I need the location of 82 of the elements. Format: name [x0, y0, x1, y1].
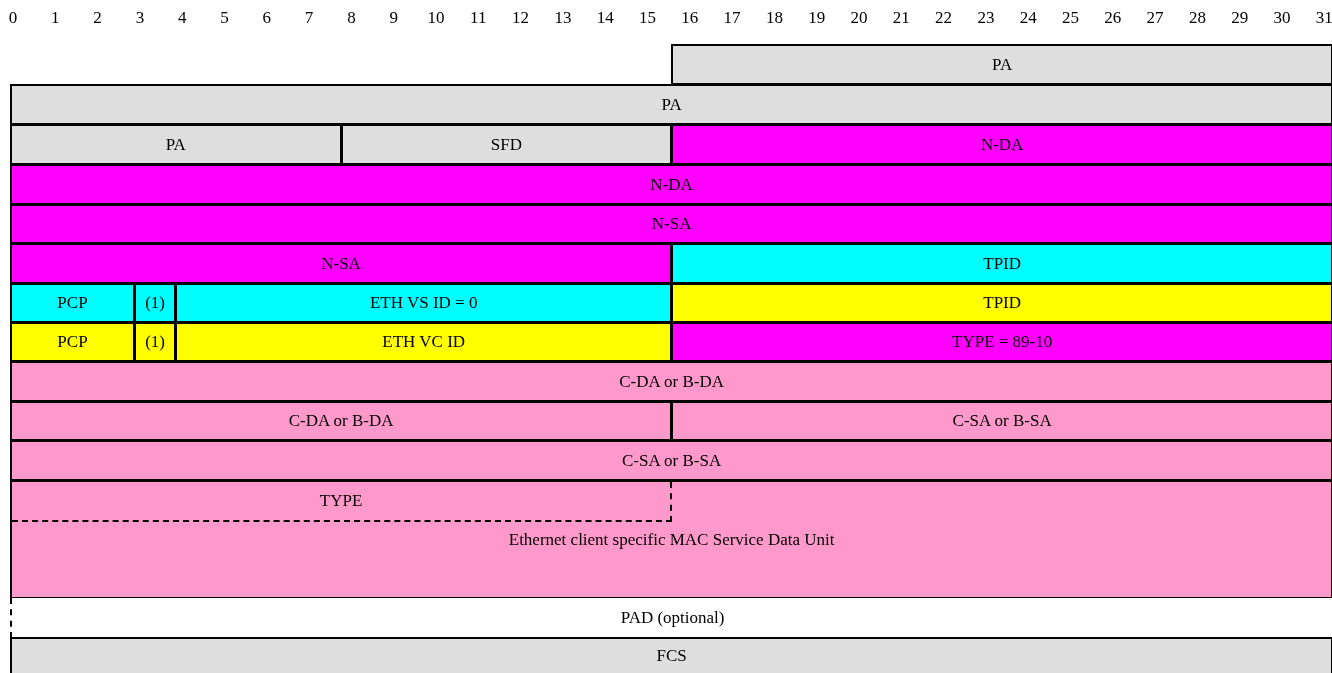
- field-name: TPID: [983, 253, 1022, 274]
- bit-number: 27: [1146, 8, 1164, 28]
- bit-number: 7: [304, 8, 314, 28]
- field-name: TYPE = 89-10: [952, 332, 1053, 352]
- delimiter-field: [340, 124, 673, 165]
- tag-field: [671, 243, 1332, 284]
- field-name: PA: [165, 134, 186, 155]
- address-field: [671, 401, 1332, 441]
- bit-number: 26: [1104, 8, 1122, 28]
- tag-field: [10, 283, 135, 323]
- bit-number: 0: [8, 8, 18, 28]
- bit-number: 25: [1062, 8, 1079, 28]
- tag-field: [133, 283, 177, 323]
- address-field: [10, 243, 673, 284]
- field-name: C-DA or B-DA: [619, 371, 725, 392]
- bit-number: 2: [93, 8, 102, 28]
- address-field: [10, 204, 1332, 244]
- field-name: N-SA: [321, 253, 361, 274]
- address-field: [671, 124, 1332, 165]
- bit-number: 5: [220, 8, 229, 28]
- payload-field: [10, 480, 1332, 599]
- field-name: PAD (optional): [620, 608, 725, 628]
- type-field: [671, 322, 1332, 362]
- tag-field: [175, 322, 673, 362]
- field-name: FCS: [656, 646, 687, 666]
- bit-number: 24: [1019, 8, 1037, 28]
- field-name: PCP: [57, 332, 88, 352]
- bit-number: 18: [765, 8, 783, 28]
- bit-number: 21: [892, 8, 910, 28]
- field-name: C-DA or B-DA: [288, 411, 394, 431]
- tag-field: [10, 322, 135, 362]
- bit-number: 20: [850, 8, 868, 28]
- field-name: C-SA or B-SA: [952, 411, 1052, 431]
- address-field: [10, 440, 1332, 481]
- field-name: (1): [145, 293, 165, 313]
- checksum-field: [10, 637, 1332, 673]
- bit-number: 15: [639, 8, 656, 28]
- field-name: TYPE: [319, 491, 363, 511]
- field-name: TPID: [983, 293, 1022, 313]
- bit-number: 30: [1273, 8, 1291, 28]
- preamble-field: [10, 124, 342, 165]
- bit-number: 19: [808, 8, 826, 28]
- field-name: PCP: [57, 293, 88, 313]
- bit-number: 14: [596, 8, 614, 28]
- bit-number: 31: [1315, 8, 1332, 28]
- bit-number: 12: [512, 8, 530, 28]
- bit-number: 9: [389, 8, 398, 28]
- bit-number: 28: [1188, 8, 1206, 28]
- bit-number: 3: [135, 8, 145, 28]
- bit-number: 17: [723, 8, 741, 28]
- field-name: PA: [661, 94, 682, 115]
- bit-number: 6: [262, 8, 272, 28]
- field-name: SFD: [490, 134, 522, 155]
- bit-number: 10: [427, 8, 445, 28]
- tag-field: [175, 283, 673, 323]
- bit-number: 16: [681, 8, 699, 28]
- field-name: N-DA: [650, 174, 693, 195]
- bit-number: 1: [51, 8, 60, 28]
- field-name: (1): [145, 332, 165, 352]
- field-name: Ethernet client specific MAC Service Data Unit: [507, 530, 836, 550]
- address-field: [10, 361, 1332, 402]
- field-name: ETH VC ID: [382, 332, 466, 352]
- address-field: [10, 164, 1332, 205]
- bit-number: 29: [1231, 8, 1249, 28]
- bit-number: 8: [347, 8, 356, 28]
- field-name: PA: [992, 54, 1013, 75]
- tag-field: [671, 283, 1332, 323]
- bit-number: 13: [554, 8, 572, 28]
- bit-number: 4: [177, 8, 187, 28]
- bit-number: 11: [470, 8, 487, 28]
- field-name: C-SA or B-SA: [622, 450, 722, 471]
- address-field: [10, 401, 673, 441]
- field-name: N-DA: [980, 134, 1024, 155]
- bit-number: 22: [935, 8, 953, 28]
- tag-field: [133, 322, 177, 362]
- padding-field: [10, 598, 1332, 638]
- bit-number: 23: [977, 8, 995, 28]
- preamble-field: [671, 44, 1332, 85]
- type-field: [12, 482, 673, 522]
- field-name: N-SA: [651, 214, 692, 234]
- preamble-field: [10, 84, 1332, 125]
- field-name: ETH VS ID = 0: [369, 293, 478, 313]
